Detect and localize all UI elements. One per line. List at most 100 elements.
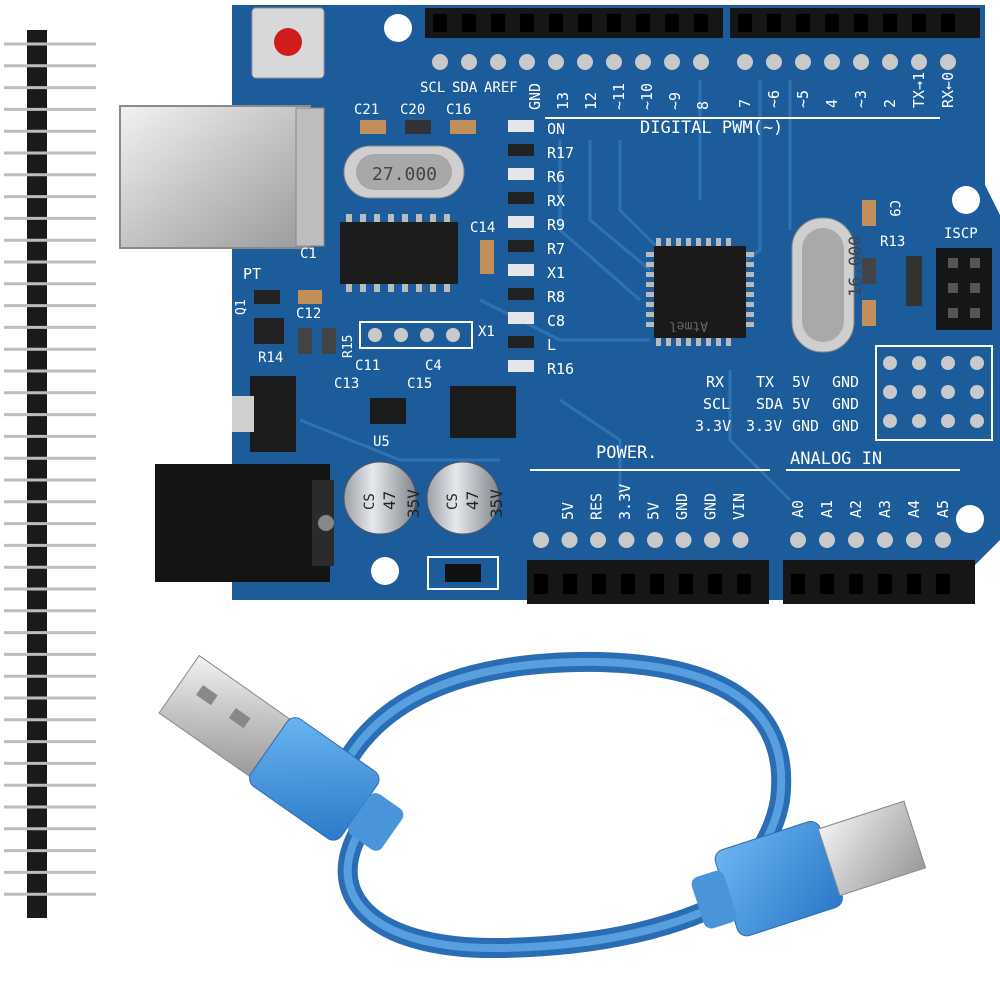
led-label: R6 [547,168,565,186]
digital-label: DIGITAL PWM(~) [640,118,783,138]
pin-hole [432,54,448,70]
capacitor-2: CS 47 35V [426,461,506,535]
c4-label: C4 [425,358,442,374]
c12-label: C12 [296,306,321,322]
cap1-voltage: 35V [404,489,423,518]
power-pin-label: GND [702,493,720,520]
led-label: R7 [547,240,565,258]
pin-hole [853,54,869,70]
power-title: POWER. [596,443,657,463]
grid-label: GND [832,395,859,413]
analog-pin-label: A2 [847,500,865,518]
pin-hole [519,54,535,70]
grid-label: GND [792,417,819,435]
cap2-value: 47 [463,491,482,510]
usb-b-plug [691,800,927,937]
top-pin-label: ~10 [638,83,656,110]
c13-label: C13 [334,376,359,392]
led-label: L [547,336,556,354]
reset-red-cap [274,28,302,56]
mount-hole [952,186,980,214]
pin-hole [577,54,593,70]
pin-hole [824,54,840,70]
analog-pin-label: A3 [876,500,894,518]
pin-hole [664,54,680,70]
c1-label: C1 [300,246,317,262]
top-pin-label-right: ~6 [765,90,783,108]
led-label: R8 [547,288,565,306]
crystal-main-label: 27.000 [372,164,437,185]
pin-hole [766,54,782,70]
pin-hole [548,54,564,70]
cap1-value: 47 [380,491,399,510]
led-label: R16 [547,360,574,378]
q1-label: Q1 [234,299,249,315]
led-label: X1 [547,264,565,282]
led-label: RX [547,192,565,210]
power-pin-label: 5V [559,502,577,520]
top-pin-label-right: 7 [736,99,754,108]
pin-hole [635,54,651,70]
analog-pin-label: A0 [789,500,807,518]
led-label: ON [547,120,565,138]
pin-hole [940,54,956,70]
c11-label: C11 [355,358,380,374]
icsp-header [936,248,992,330]
power-pin-label: 3.3V [616,484,634,520]
dc-power-jack [155,464,334,582]
microcontroller: Atmel [646,238,754,346]
header-pins [4,42,96,896]
led-label: R9 [547,216,565,234]
led-label: C8 [547,312,565,330]
top-pins-right [737,14,956,70]
pin-hole [461,54,477,70]
capacitor-1: CS 47 35V [343,461,423,535]
cap-label-c21: C21 [354,102,379,118]
cap2-voltage: 35V [487,489,506,518]
small-ic [450,386,516,438]
icsp-label: ISCP [944,226,978,242]
pin-hole [693,54,709,70]
top-pin-label-right: ~5 [794,90,812,108]
usb-a-plug [158,654,404,851]
grid-label: 3.3V [746,417,782,435]
pin-header-body [27,30,47,918]
r14-label: R14 [258,350,283,366]
top-pin-label-right: RX←0 [939,72,957,108]
top-pin-label: SCL [420,80,445,96]
c9-label: C9 [886,200,902,217]
top-pin-label: 13 [554,92,572,110]
c15-label: C15 [407,376,432,392]
top-pin-label: SDA [452,80,478,96]
pin-hole [795,54,811,70]
top-pin-label: 12 [582,92,600,110]
power-pin-label: 5V [645,502,663,520]
crystal-mcu: 16.000 [791,217,866,353]
grid-label: GND [832,373,859,391]
pin-hole [606,54,622,70]
pt-label: PT [243,265,261,283]
top-pin-label-right: 4 [823,99,841,108]
top-pin-label: AREF [484,80,518,96]
top-pin-label-right: TX→1 [910,72,928,108]
pin-hole [490,54,506,70]
analog-pin-label: A5 [934,500,952,518]
top-pin-label: GND [526,83,544,110]
grid-label: 5V [792,395,810,413]
top-pin-label: ~11 [610,83,628,110]
mcu-brand: Atmel [669,318,708,333]
voltage-regulator [232,376,296,452]
usb-b-port [119,105,325,249]
grid-label: 3.3V [695,417,731,435]
grid-label: 5V [792,373,810,391]
pcb-traces [299,80,792,502]
cap1-brand: CS [362,493,378,510]
c14-label: C14 [470,220,495,236]
